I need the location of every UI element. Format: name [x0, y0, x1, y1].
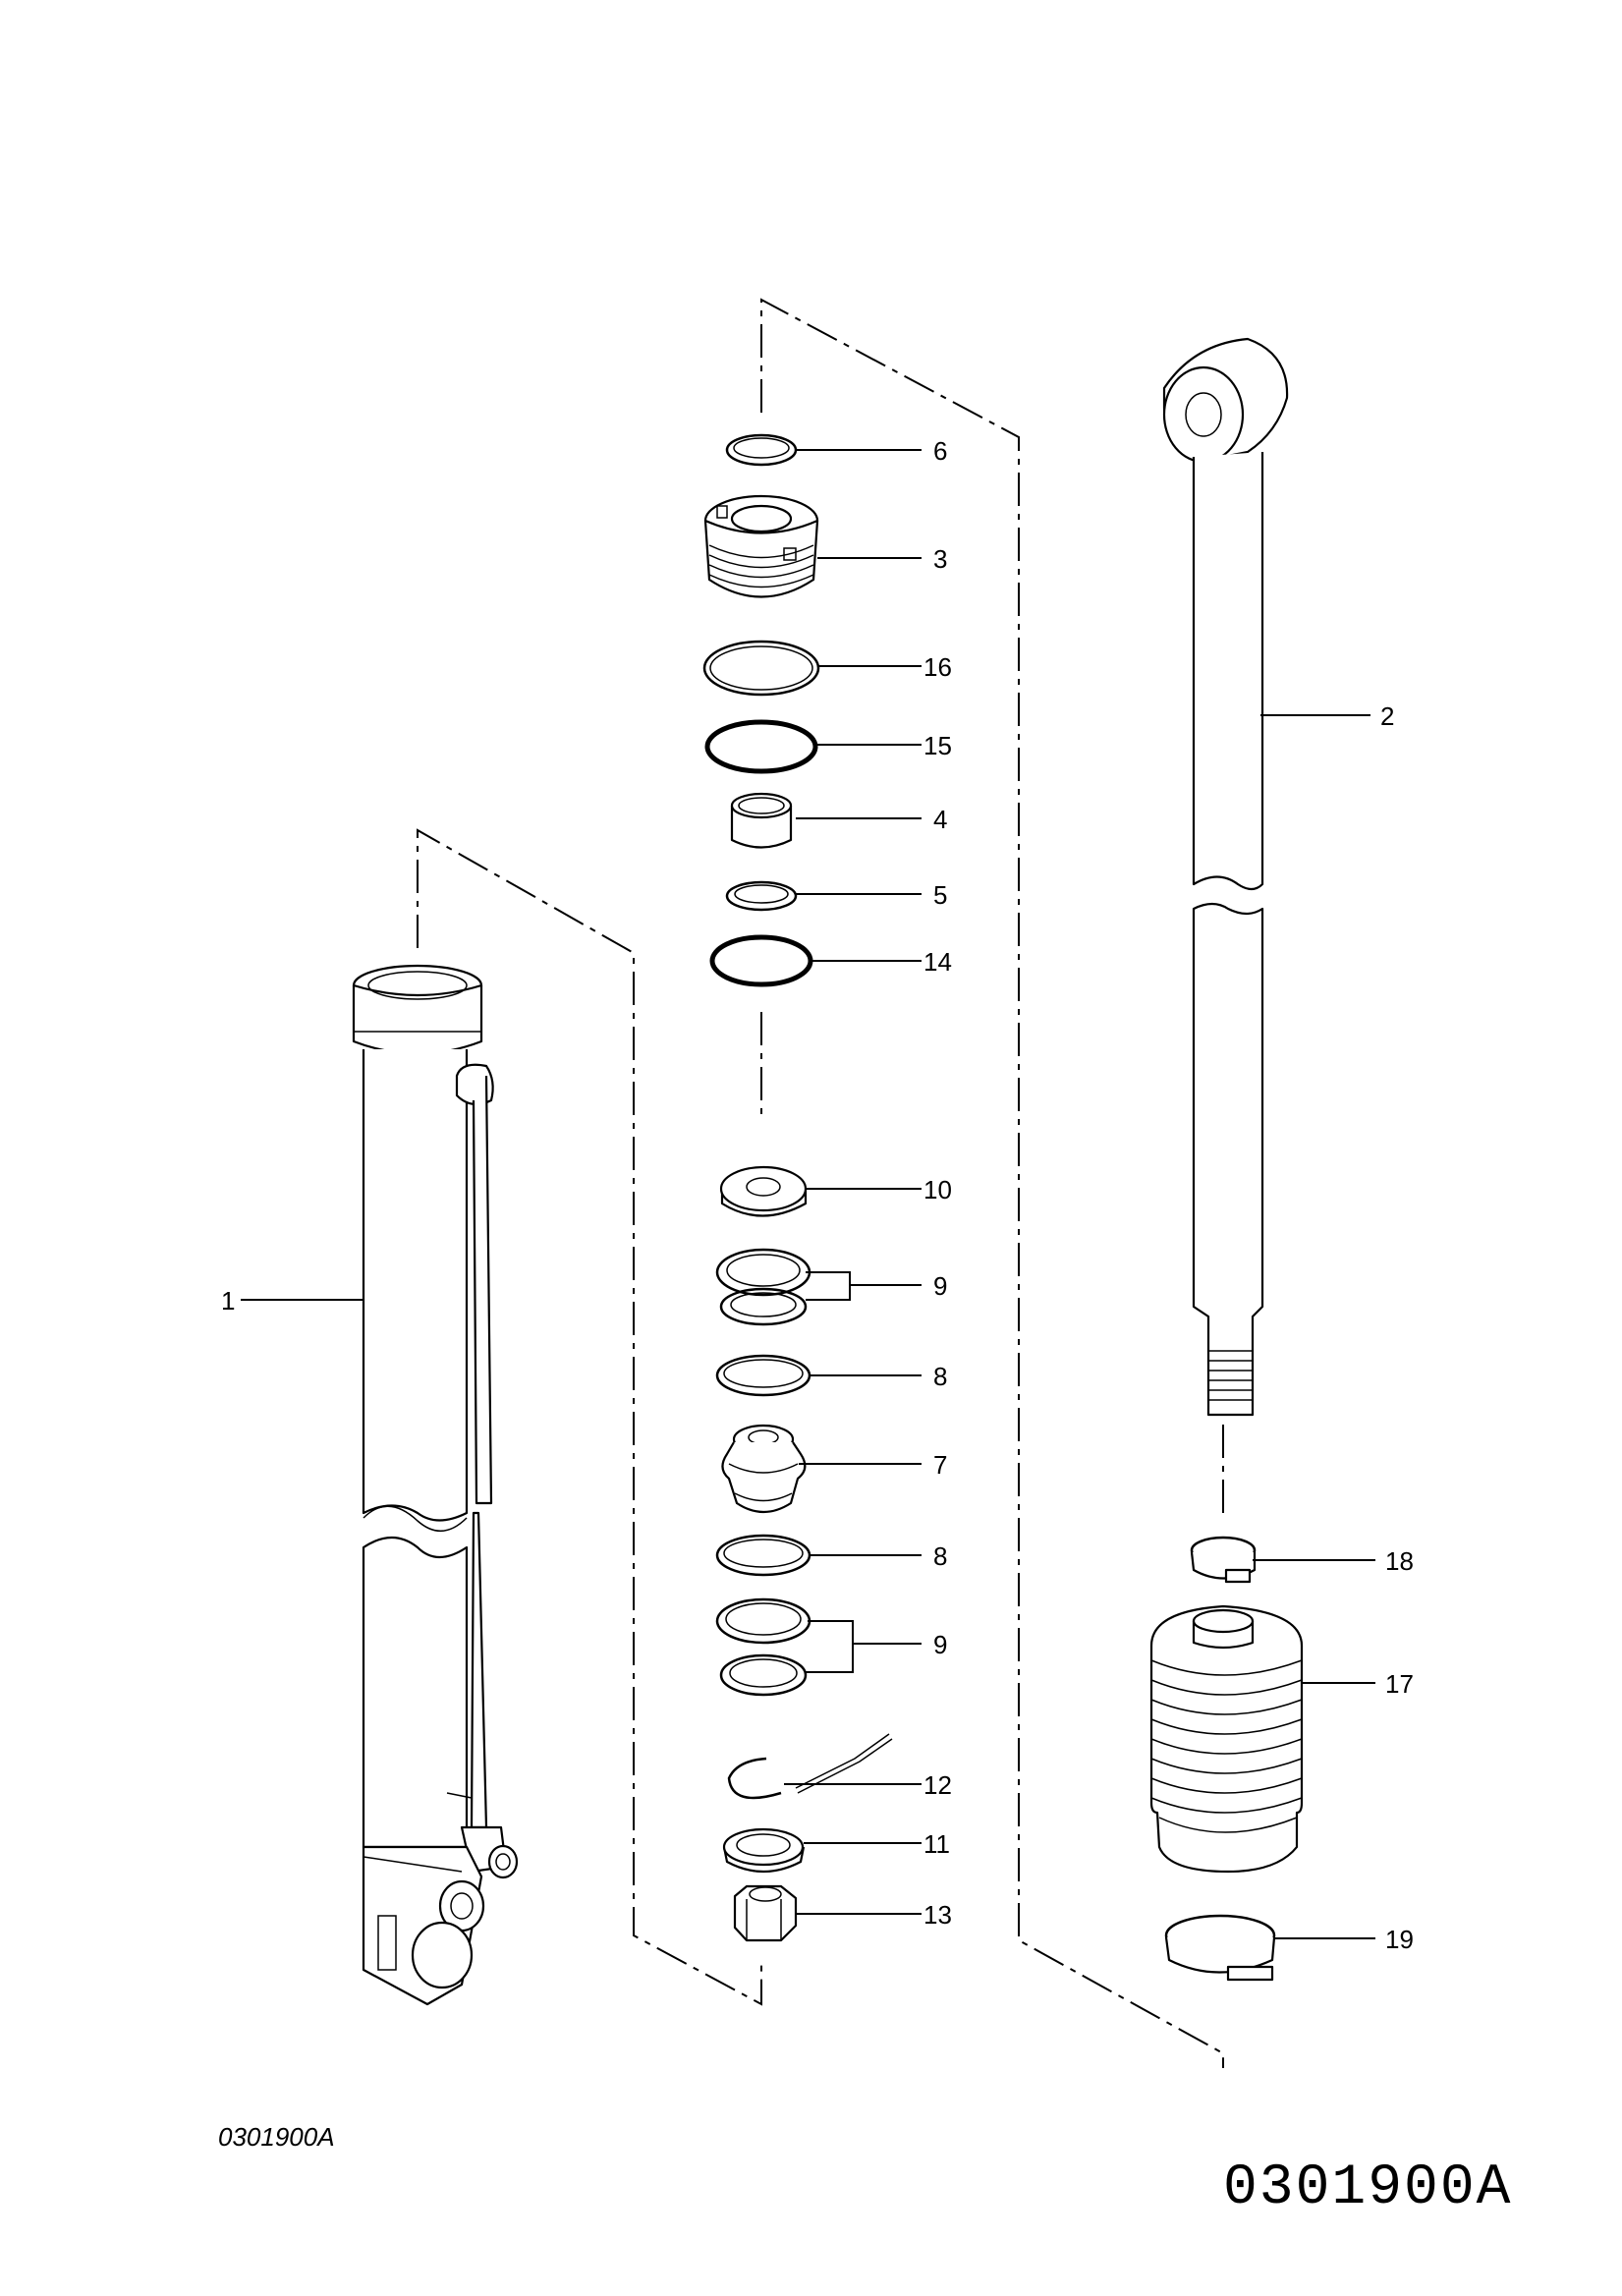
leader-lines: [241, 449, 1375, 1939]
drawing-code-large: 0301900A: [1223, 2156, 1513, 2220]
callout-15: 15: [923, 731, 952, 760]
part-1-cylinder-tube: [352, 964, 519, 2006]
part-11-ring: [722, 1827, 806, 1874]
part-13-nut: [733, 1884, 798, 1942]
part-8-wear-ring-upper: [715, 1354, 811, 1397]
part-2-piston-rod: [1162, 337, 1289, 1417]
part-17-boot: [1149, 1604, 1304, 1874]
part-18-band: [1190, 1536, 1257, 1584]
callout-11: 11: [923, 1829, 950, 1859]
callout-8-lower: 8: [933, 1541, 947, 1571]
callout-13: 13: [923, 1900, 952, 1930]
callout-10: 10: [923, 1175, 952, 1204]
part-15-o-ring: [704, 719, 818, 774]
callout-5: 5: [933, 880, 947, 910]
callout-9-upper: 9: [933, 1271, 947, 1301]
callout-16: 16: [923, 652, 952, 682]
part-10-cushion-ring: [719, 1165, 808, 1217]
callout-8-upper: 8: [933, 1362, 947, 1391]
part-19-band: [1164, 1914, 1276, 1982]
callout-7: 7: [933, 1450, 947, 1480]
callout-3: 3: [933, 544, 947, 574]
callout-6: 6: [933, 436, 947, 466]
part-16-backup-ring: [702, 640, 820, 697]
part-9-seal-set-upper: [715, 1248, 811, 1326]
part-5-seal: [725, 880, 798, 912]
callout-14: 14: [923, 947, 952, 977]
callout-18: 18: [1385, 1546, 1414, 1576]
callout-9-lower: 9: [933, 1630, 947, 1659]
callout-1: 1: [221, 1286, 235, 1316]
part-4-bushing: [730, 792, 793, 849]
part-9-seal-set-lower: [715, 1597, 811, 1697]
drawing-code-small: 0301900A: [218, 2122, 335, 2152]
callout-labels: 1 2 6 3 16 15 4 5 14 10 9 8 7 8 9 12 11 …: [221, 436, 1414, 1954]
part-12-snap-ring: [727, 1733, 893, 1800]
part-14-o-ring: [709, 934, 813, 987]
part-8-wear-ring-lower: [715, 1534, 811, 1577]
callout-4: 4: [933, 805, 947, 834]
callout-2: 2: [1380, 701, 1394, 731]
part-3-rod-cover: [703, 494, 819, 598]
callout-19: 19: [1385, 1925, 1414, 1954]
part-7-piston: [721, 1424, 807, 1514]
phantom-lines: [417, 298, 1224, 2068]
callout-17: 17: [1385, 1669, 1414, 1699]
part-6-ring: [725, 433, 798, 467]
callout-12: 12: [923, 1770, 952, 1800]
